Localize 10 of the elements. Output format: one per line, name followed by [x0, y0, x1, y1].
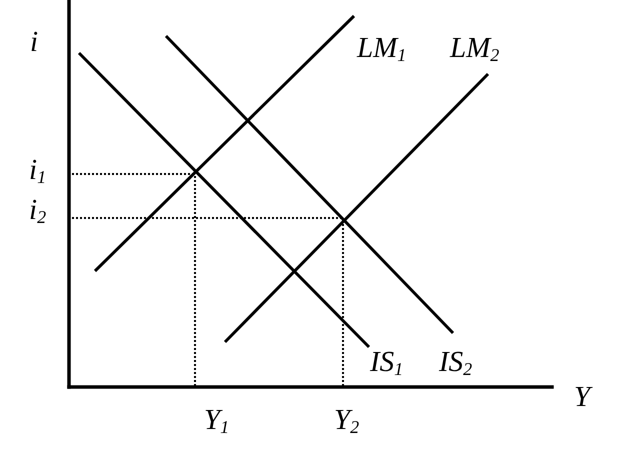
curve-label: LM$_{1}$ — [357, 34, 406, 64]
curve-label: IS$_{2}$ — [439, 348, 472, 378]
axis-value-label: Y$_{1}$ — [204, 406, 230, 436]
axis-label: i — [30, 28, 38, 57]
curve-label: IS$_{1}$ — [370, 348, 404, 378]
axis-value-label: i$_{2}$ — [29, 196, 46, 226]
curve-label: LM$_{2}$ — [450, 34, 500, 64]
axis-label: Y — [574, 382, 590, 412]
axis-value-label: Y$_{2}$ — [334, 406, 360, 436]
axis-value-label: i$_{1}$ — [29, 156, 46, 186]
